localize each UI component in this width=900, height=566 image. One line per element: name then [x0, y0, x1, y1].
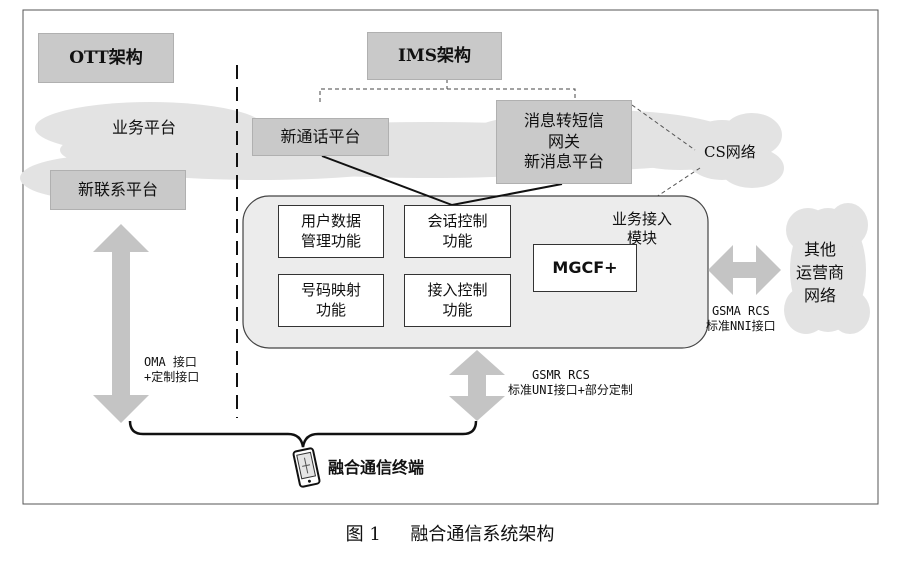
other-operator-cloud [784, 203, 870, 334]
gsma-arrow [708, 245, 781, 295]
business-platform-label: 业务平台 [112, 118, 177, 137]
cs-network-label: CS网络 [704, 143, 756, 161]
access-control-box: 接入控制 功能 [404, 274, 511, 327]
other-operator-label: 其他 运营商 网络 [796, 240, 845, 306]
figure-caption: 图 1 融合通信系统架构 [0, 524, 900, 547]
diagram-frame [22, 9, 879, 505]
cs-network-cloud [682, 113, 784, 188]
new-call-platform-box: 新通话平台 [252, 118, 389, 156]
ims-architecture-title: IMS架构 [367, 32, 502, 80]
gsmr-interface-label: GSMR RCS 标准UNI接口+部分定制 [508, 368, 633, 397]
access-module-label: 业务接入 模块 [612, 210, 673, 247]
phone-icon [292, 447, 321, 488]
line-call-platform [321, 155, 453, 206]
line-msg-platform [451, 183, 563, 206]
mgcf-box: MGCF+ [533, 244, 637, 292]
session-control-box: 会话控制 功能 [404, 205, 511, 258]
ott-architecture-title: OTT架构 [38, 33, 174, 83]
gsma-interface-label: GSMA RCS 标准NNI接口 [706, 304, 776, 333]
message-platform-box: 消息转短信 网关 新消息平台 [496, 100, 632, 184]
terminal-label: 融合通信终端 [328, 458, 425, 477]
dashed-gateway-cs [631, 104, 696, 151]
terminal-brace [128, 420, 478, 448]
figure-number: 图 1 [345, 524, 381, 545]
oma-arrow [93, 224, 149, 423]
user-data-management-box: 用户数据 管理功能 [278, 205, 384, 258]
gsmr-arrow [449, 350, 505, 421]
number-mapping-box: 号码映射 功能 [278, 274, 384, 327]
figure-title: 融合通信系统架构 [410, 524, 555, 545]
oma-interface-label: OMA 接口 +定制接口 [144, 355, 200, 384]
new-contact-platform-box: 新联系平台 [50, 170, 186, 210]
